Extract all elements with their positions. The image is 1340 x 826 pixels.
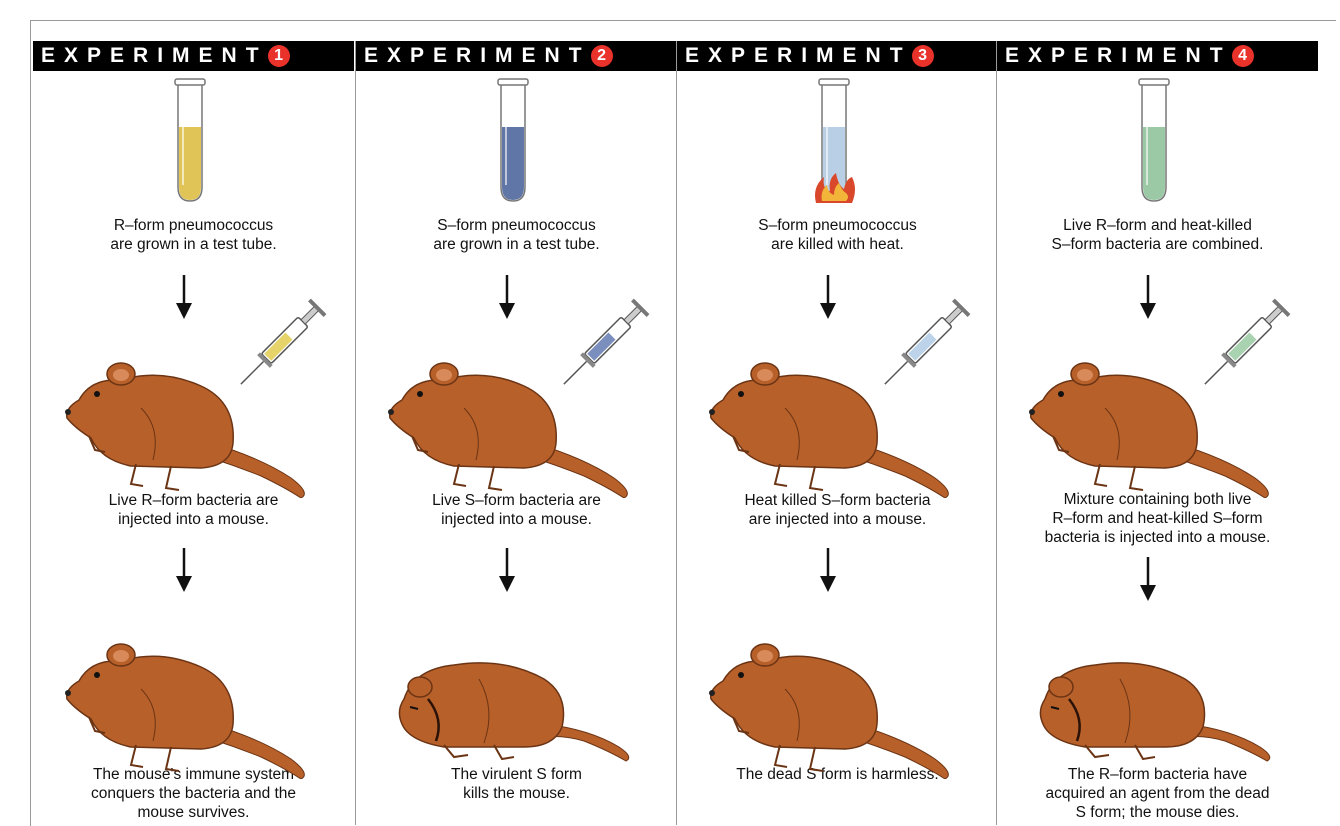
caption-line: S–form pneumococcus [356,216,677,235]
experiment-number-badge: 4 [1232,45,1254,67]
test-tube-icon [1132,77,1178,207]
caption-line: S form; the mouse dies. [997,803,1318,822]
caption-line: acquired an agent from the dead [997,784,1318,803]
syringe-icon [229,286,341,398]
caption-line: R–form and heat-killed S–form [997,509,1318,528]
experiment-number-badge: 1 [268,45,290,67]
caption-line: S–form bacteria are combined. [997,235,1318,254]
experiment-number-badge: 2 [591,45,613,67]
caption-line: mouse survives. [33,803,354,822]
down-arrow-icon [499,548,515,594]
caption-line: are grown in a test tube. [356,235,677,254]
caption-line: R–form pneumococcus [33,216,354,235]
experiment-header-label: EXPERIMENT [1005,44,1232,68]
dead-mouse-illustration [384,629,634,779]
caption-line: conquers the bacteria and the [33,784,354,803]
test-tube-icon [491,77,537,207]
down-arrow-icon [176,275,192,321]
dead-mouse-illustration [1025,629,1275,779]
living-mouse-illustration [61,629,311,779]
caption-line: S–form pneumococcus [677,216,998,235]
test-tube-icon [812,77,858,207]
caption-line: are killed with heat. [677,235,998,254]
caption-line: Live R–form and heat-killed [997,216,1318,235]
down-arrow-icon [820,548,836,594]
test-tube-icon [168,77,214,207]
experiment-header-label: EXPERIMENT [685,44,912,68]
down-arrow-icon [1140,557,1156,603]
down-arrow-icon [1140,275,1156,321]
syringe-icon [873,286,985,398]
living-mouse-illustration [705,629,955,779]
caption-line: are grown in a test tube. [33,235,354,254]
caption-line: injected into a mouse. [33,510,354,529]
experiment-header-label: EXPERIMENT [41,44,268,68]
syringe-icon [552,286,664,398]
down-arrow-icon [176,548,192,594]
down-arrow-icon [499,275,515,321]
experiment-number-badge: 3 [912,45,934,67]
down-arrow-icon [820,275,836,321]
caption-line: injected into a mouse. [356,510,677,529]
caption-line: kills the mouse. [356,784,677,803]
caption-line: are injected into a mouse. [677,510,998,529]
experiment-header-label: EXPERIMENT [364,44,591,68]
syringe-icon [1193,286,1305,398]
caption-line: bacteria is injected into a mouse. [997,528,1318,547]
